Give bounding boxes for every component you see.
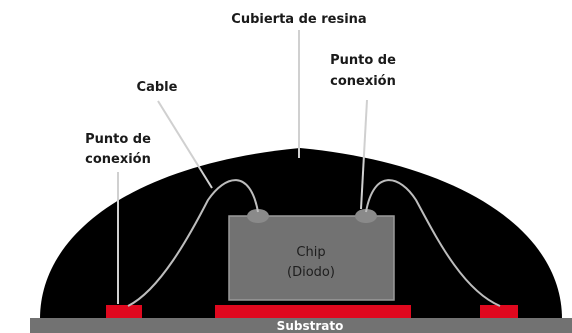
- bond-wire-right: [365, 179, 501, 307]
- contact-pad-center: [215, 305, 411, 318]
- label-connection-point-right-line1: Punto de: [330, 53, 396, 68]
- bond-wire-left: [127, 179, 259, 307]
- substrate-bar: [30, 318, 572, 333]
- label-cable: Cable: [137, 80, 178, 95]
- bond-bump-right: [355, 209, 377, 223]
- pointer-connection-right: [360, 99, 368, 210]
- label-resin-cover: Cubierta de resina: [231, 12, 366, 27]
- label-substrate: Substrato: [277, 319, 344, 333]
- bond-bump-left: [247, 209, 269, 223]
- label-connection-point-left-line2: conexión: [85, 152, 151, 167]
- label-connection-point-right-line2: conexión: [330, 74, 396, 89]
- label-diode: (Diodo): [287, 265, 335, 280]
- pointer-cable: [157, 100, 213, 189]
- label-chip: Chip: [296, 245, 325, 260]
- contact-pad-left: [106, 305, 142, 318]
- contact-pad-right: [480, 305, 518, 318]
- label-connection-point-left-line1: Punto de: [85, 132, 151, 147]
- chip-body: [228, 215, 395, 301]
